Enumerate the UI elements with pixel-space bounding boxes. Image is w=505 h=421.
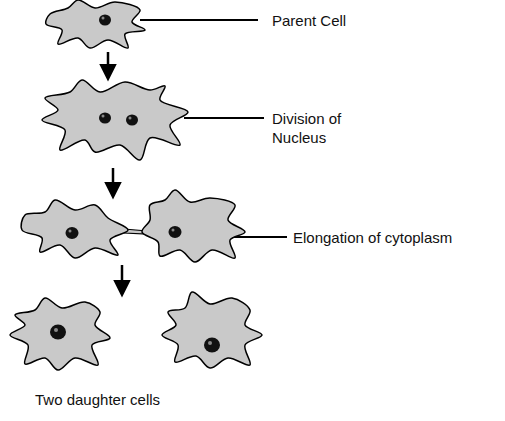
stage-arrow [112,168,115,196]
nucleus [204,338,220,353]
stage-label: Parent Cell [272,11,472,30]
daughter-cell [10,298,110,370]
stage-arrow [107,52,110,78]
elongating-cell-right [142,190,245,262]
stage-arrow [121,265,124,294]
dividing-cell [42,80,188,160]
stage-label: Division of Nucleus [272,109,372,147]
nucleus [126,115,138,126]
nucleus [99,113,111,124]
leader-line [184,117,264,119]
stage-caption: Two daughter cells [35,390,255,409]
nucleus [169,226,182,238]
leader-line [140,19,258,21]
elongating-cell-left [21,200,128,258]
stage-label: Elongation of cytoplasm [293,228,498,247]
nucleus [99,15,111,26]
nucleus [50,325,66,340]
parent-cell [46,0,145,48]
daughter-cell [162,292,262,368]
nucleus [66,227,79,239]
